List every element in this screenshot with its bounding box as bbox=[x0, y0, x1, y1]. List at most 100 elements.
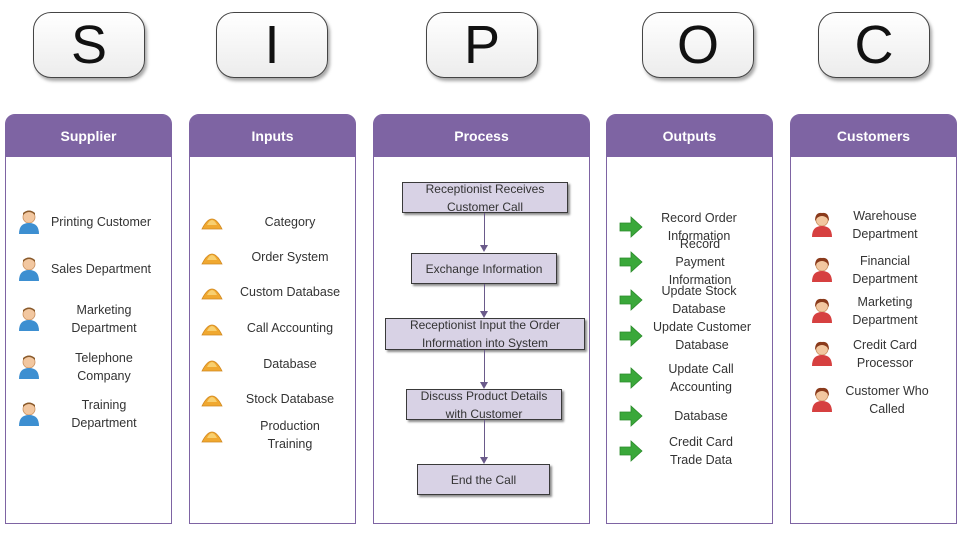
process-step: Receptionist Input the Order Information… bbox=[385, 318, 585, 350]
letter-i-badge: I bbox=[216, 12, 328, 78]
green-arrow-icon bbox=[619, 325, 643, 347]
arrow-down-icon bbox=[480, 382, 488, 389]
blue-person-icon bbox=[19, 307, 39, 331]
supplier-item-label: Printing Customer bbox=[50, 215, 152, 229]
red-person-icon bbox=[812, 212, 832, 237]
supplier-item: Marketing Department bbox=[18, 301, 168, 337]
orange-triangle-icon bbox=[201, 218, 223, 230]
orange-triangle-icon bbox=[201, 288, 223, 300]
output-item: Record Payment Information bbox=[619, 235, 769, 289]
supplier-column: Supplier Printing Customer Sales Departm… bbox=[5, 114, 172, 524]
input-item-label: Production Training bbox=[260, 419, 320, 451]
blue-person-icon bbox=[19, 355, 39, 379]
input-item: Production Training bbox=[200, 417, 355, 453]
output-item: Update Customer Database bbox=[619, 318, 769, 354]
customer-item-label: Marketing Department bbox=[852, 295, 918, 327]
letter-p-badge: P bbox=[426, 12, 538, 78]
input-item-label: Custom Database bbox=[239, 285, 341, 299]
orange-triangle-icon bbox=[201, 360, 223, 372]
customer-item: Warehouse Department bbox=[811, 207, 951, 243]
orange-triangle-icon bbox=[201, 395, 223, 407]
process-step: Receptionist Receives Customer Call bbox=[402, 182, 568, 214]
green-arrow-icon bbox=[619, 405, 643, 427]
supplier-item-label: Sales Department bbox=[50, 262, 152, 276]
flow-connector bbox=[484, 350, 485, 382]
supplier-item-label: Training Department bbox=[71, 398, 137, 430]
input-item: Stock Database bbox=[200, 390, 355, 408]
letter-s-badge: S bbox=[33, 12, 145, 78]
process-header: Process bbox=[374, 115, 589, 157]
input-item: Category bbox=[200, 213, 355, 231]
output-item-label: Database bbox=[674, 409, 728, 423]
process-column: Process Receptionist Receives Customer C… bbox=[373, 114, 590, 524]
orange-triangle-icon bbox=[201, 431, 223, 443]
inputs-header: Inputs bbox=[190, 115, 355, 157]
input-item: Call Accounting bbox=[200, 319, 355, 337]
output-item-label: Record Order Information bbox=[661, 211, 737, 243]
green-arrow-icon bbox=[619, 289, 643, 311]
red-person-icon bbox=[812, 341, 832, 366]
letter-c-badge: C bbox=[818, 12, 930, 78]
customer-item: Financial Department bbox=[811, 252, 951, 288]
supplier-item: Sales Department bbox=[18, 256, 168, 282]
supplier-item: Training Department bbox=[18, 396, 168, 432]
green-arrow-icon bbox=[619, 440, 643, 462]
supplier-item-label: Marketing Department bbox=[71, 303, 137, 335]
input-item: Custom Database bbox=[200, 283, 355, 301]
process-step: Exchange Information bbox=[411, 253, 557, 284]
inputs-column: Inputs Category Order System Custom Data… bbox=[189, 114, 356, 524]
customer-item-label: Warehouse Department bbox=[852, 209, 918, 241]
supplier-item-label: Telephone Company bbox=[75, 351, 133, 383]
flow-connector bbox=[484, 420, 485, 457]
supplier-item: Telephone Company bbox=[18, 349, 168, 385]
output-item-label: Record Payment Information bbox=[668, 237, 732, 287]
green-arrow-icon bbox=[619, 251, 643, 273]
flow-connector bbox=[484, 284, 485, 311]
orange-triangle-icon bbox=[201, 253, 223, 265]
orange-triangle-icon bbox=[201, 324, 223, 336]
supplier-item: Printing Customer bbox=[18, 209, 168, 235]
process-step: Discuss Product Details with Customer bbox=[406, 389, 562, 421]
arrow-down-icon bbox=[480, 457, 488, 464]
customer-item: Credit Card Processor bbox=[811, 336, 951, 372]
process-step: End the Call bbox=[417, 464, 550, 495]
customer-item-label: Financial Department bbox=[852, 254, 918, 286]
supplier-header: Supplier bbox=[6, 115, 171, 157]
red-person-icon bbox=[812, 387, 832, 412]
green-arrow-icon bbox=[619, 367, 643, 389]
red-person-icon bbox=[812, 298, 832, 323]
output-item: Database bbox=[619, 405, 769, 427]
input-item: Database bbox=[200, 355, 355, 373]
customer-item-label: Customer Who Called bbox=[845, 384, 929, 416]
red-person-icon bbox=[812, 257, 832, 282]
customers-header: Customers bbox=[791, 115, 956, 157]
customer-item: Customer Who Called bbox=[811, 382, 951, 418]
outputs-column: Outputs Record Order Information Record … bbox=[606, 114, 773, 524]
input-item: Order System bbox=[200, 248, 355, 266]
output-item-label: Credit Card Trade Data bbox=[669, 435, 733, 467]
input-item-label: Category bbox=[264, 215, 316, 229]
blue-person-icon bbox=[19, 402, 39, 426]
outputs-header: Outputs bbox=[607, 115, 772, 157]
customer-item: Marketing Department bbox=[811, 293, 951, 329]
input-item-label: Order System bbox=[251, 250, 329, 264]
output-item: Record Order Information bbox=[619, 209, 769, 245]
arrow-down-icon bbox=[480, 245, 488, 252]
output-item: Credit Card Trade Data bbox=[619, 433, 769, 469]
input-item-label: Call Accounting bbox=[246, 321, 334, 335]
customer-item-label: Credit Card Processor bbox=[853, 338, 917, 370]
flow-connector bbox=[484, 213, 485, 245]
green-arrow-icon bbox=[619, 216, 643, 238]
input-item-label: Stock Database bbox=[245, 392, 335, 406]
output-item-label: Update Customer Database bbox=[653, 320, 751, 352]
blue-person-icon bbox=[19, 257, 39, 281]
output-item-label: Update Stock Database bbox=[661, 284, 737, 316]
output-item: Update Call Accounting bbox=[619, 360, 769, 396]
output-item: Update Stock Database bbox=[619, 282, 769, 318]
letter-o-badge: O bbox=[642, 12, 754, 78]
output-item-label: Update Call Accounting bbox=[668, 362, 734, 394]
input-item-label: Database bbox=[263, 357, 317, 371]
customers-column: Customers Warehouse Department Financial… bbox=[790, 114, 957, 524]
blue-person-icon bbox=[19, 210, 39, 234]
arrow-down-icon bbox=[480, 311, 488, 318]
